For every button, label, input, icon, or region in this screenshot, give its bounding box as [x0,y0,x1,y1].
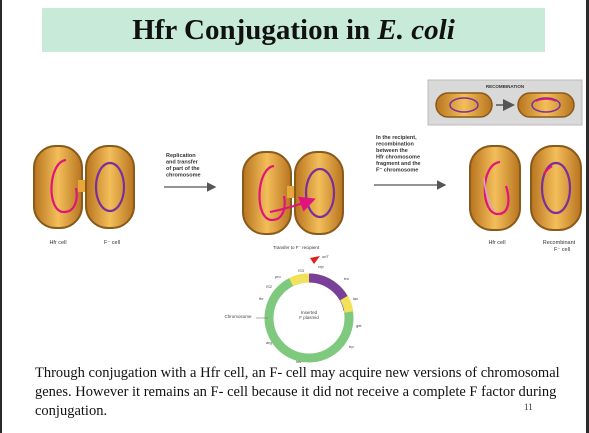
hfr-chromosome [50,158,78,214]
title-main: Hfr Conjugation in [132,13,378,46]
label-f-minus-cell: F⁻ cell [104,240,120,246]
map-gene-his: his [296,359,301,364]
result-hfr-chromosome [483,160,510,216]
map-origin-marker [310,256,320,264]
step1-line-4: chromosome [166,173,201,179]
transfer-recipient-chromosome [304,167,336,219]
f-minus-cell [85,145,135,229]
recombination-inset: RECOMBINATION [427,79,583,126]
map-gene-trp: trp [349,344,354,349]
map-gene-gal: gal [356,323,361,328]
map-chromosome-label: Chromosome [224,314,252,319]
label-recombinant-1: Recombinant [543,240,576,246]
step2-line-6: F⁻ chromosome [376,168,418,174]
map-gene-lac: lac [353,296,358,301]
slide-number: 11 [524,402,533,412]
step2-line-1: In the recipient, [376,135,417,141]
stage-1-cells: Hfr cell F⁻ cell [33,145,135,246]
inset-cell-before [435,92,493,118]
label-recombinant-2: F⁻ cell [554,247,570,253]
map-gene-is3: IS3 [298,268,305,273]
label-hfr-cell: Hfr cell [49,240,66,246]
recombinant-segment [543,165,553,175]
recombination-label: RECOMBINATION [486,84,524,89]
inset-cell-after [517,92,575,118]
label-transfer: Transfer to F⁻ recipient [273,245,320,250]
step2-line-4: Hfr chromosome [376,155,420,161]
result-hfr-partial [483,177,495,211]
step1-line-3: of part of the [166,166,200,172]
step1-line-2: and transfer [166,160,199,166]
step2-line-5: fragment and the [376,161,421,167]
label-hfr-cell-result: Hfr cell [488,240,505,246]
stage-2-cells: Transfer to F⁻ recipient [242,151,344,250]
map-inserted-1: Inserted [301,310,318,315]
map-gene-thr: thr [259,296,264,301]
slide-frame-left [0,0,2,433]
hfr-cell [33,145,83,229]
map-gene-rep: rep [318,264,325,269]
f-minus-chromosome [94,161,126,213]
map-center [276,285,342,351]
recombinant-f-minus-cell [530,145,582,231]
step2-line-2: recombination [376,142,415,148]
transfer-recipient-cell [294,151,344,235]
inset-recombined-segment [535,98,557,102]
chromosome-map: Inserted F plasmid Chromosome oriT rep I… [224,254,361,364]
transfer-hfr-chromosome [258,164,286,222]
transferring-fragment [269,196,316,213]
slide-caption: Through conjugation with a Hfr cell, an … [35,365,560,419]
inset-chromosome-after [531,97,561,113]
map-gene-tra: tra [344,276,349,281]
recombinant-chromosome [540,161,572,215]
title-italic: E. coli [377,13,455,46]
map-gene-arg: arg [266,340,272,345]
step2-line-3: between the [376,148,408,154]
map-inserted-2: F plasmid [299,315,319,320]
inset-chromosome-before [449,97,479,113]
result-hfr-cell [469,145,521,231]
map-is-segment-left [289,273,310,287]
title-banner: Hfr Conjugation in E. coli [42,8,545,52]
step1-line-1: Replication [166,153,196,159]
step-2-annotation: In the recipient, recombination between … [374,135,447,190]
slide-frame-right [586,0,589,433]
map-gene-orit: oriT [322,254,329,259]
map-gene-pro: pro [275,274,282,279]
stage-3-cells: Hfr cell Recombinant F⁻ cell [469,145,582,253]
map-gene-is2: IS2 [266,284,273,289]
step-1-annotation: Replication and transfer of part of the … [164,153,217,192]
transfer-hfr-cell [242,151,292,235]
map-is-segment-right [340,295,354,313]
slide-title: Hfr Conjugation in E. coli [132,14,455,47]
